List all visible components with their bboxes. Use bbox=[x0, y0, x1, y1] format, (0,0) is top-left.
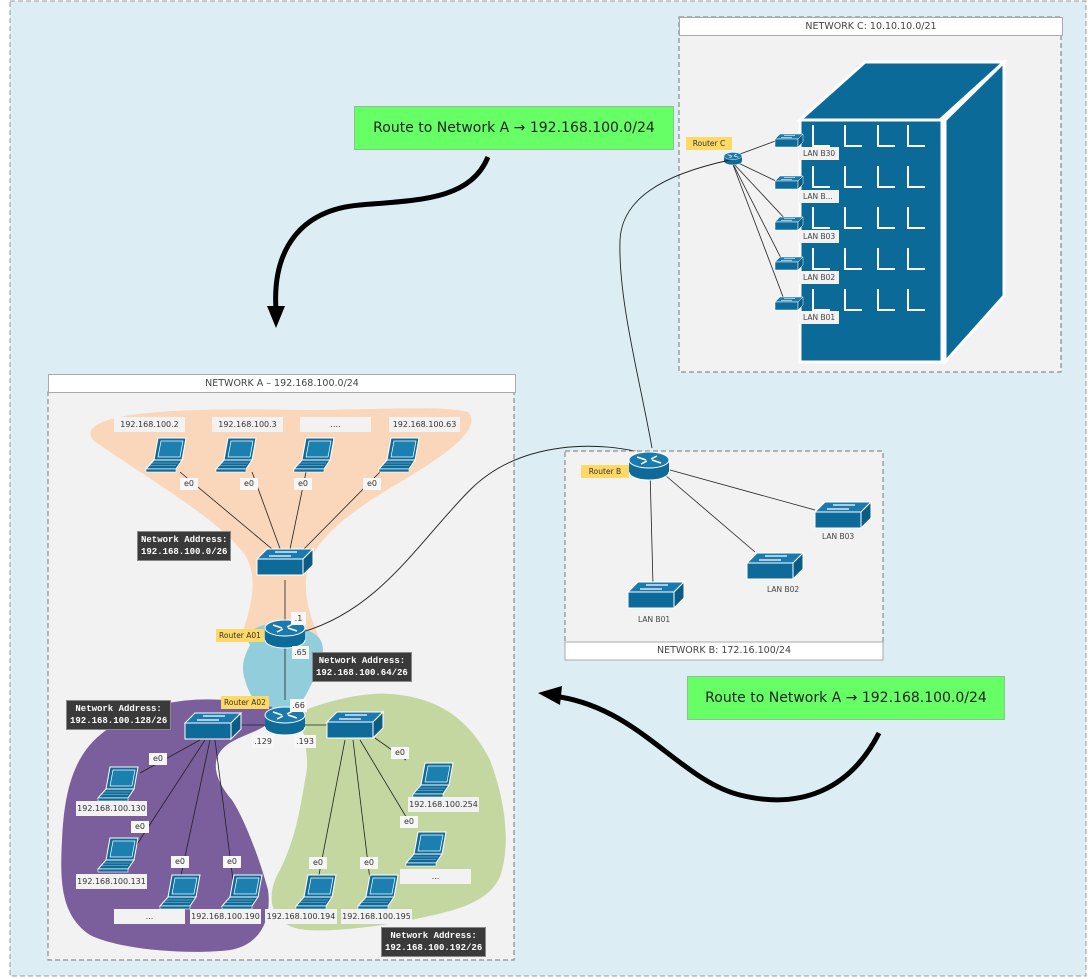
iface-label-purple-3: e0 bbox=[171, 856, 189, 868]
network-address-blue: Network Address: 192.168.100.64/26 bbox=[312, 652, 412, 682]
host-label-orange-3: .... bbox=[300, 417, 371, 432]
iface-label-green-4: e0 bbox=[360, 857, 378, 869]
lan-b02-label: LAN B02 bbox=[767, 585, 800, 594]
network-address-orange: Network Address: 192.168.100.0/26 bbox=[137, 531, 232, 561]
network-address-orange-line2: 192.168.100.0/26 bbox=[141, 547, 228, 557]
route-label-top: Route to Network A → 192.168.100.0/24 bbox=[354, 106, 674, 150]
network-b-panel bbox=[564, 159, 884, 661]
network-address-orange-line1: Network Address: bbox=[141, 535, 228, 545]
switch-green[interactable] bbox=[326, 711, 384, 739]
network-address-purple-line1: Network Address: bbox=[75, 704, 162, 714]
lan-c-switch-b30[interactable] bbox=[774, 133, 804, 148]
network-address-blue-line1: Network Address: bbox=[318, 656, 406, 666]
lan-c-label-4: LAN B02 bbox=[799, 271, 839, 284]
network-address-purple-line2: 192.168.100.128/26 bbox=[70, 716, 168, 726]
router-c-label: Router C bbox=[686, 137, 732, 150]
router-b-label: Router B bbox=[581, 465, 629, 478]
lan-b03-switch[interactable] bbox=[814, 501, 872, 529]
route-arrow-top-head bbox=[267, 306, 285, 328]
iface-label-orange-4: e0 bbox=[363, 478, 381, 490]
host-label-green-194: 192.168.100.194 bbox=[265, 909, 337, 924]
switch-purple[interactable] bbox=[184, 712, 242, 740]
network-b-title: NETWORK B: 172.16.100/24 bbox=[656, 645, 792, 656]
router-c-icon[interactable] bbox=[723, 152, 743, 166]
network-address-green-line2: 192.168.100.192/26 bbox=[385, 943, 483, 953]
host-label-purple-130: 192.168.100.130 bbox=[76, 801, 147, 816]
network-address-green-line1: Network Address: bbox=[390, 931, 477, 941]
lan-c-label-2: LAN B... bbox=[799, 190, 839, 203]
host-label-orange-2: 192.168.100.3 bbox=[212, 417, 283, 432]
network-address-blue-line2: 192.168.100.64/26 bbox=[316, 668, 408, 678]
iface-a02-right: .193 bbox=[294, 735, 316, 748]
lan-c-label-1: LAN B30 bbox=[799, 147, 839, 160]
network-address-purple: Network Address: 192.168.100.128/26 bbox=[66, 700, 172, 730]
host-label-purple-ellipsis: ... bbox=[114, 909, 185, 924]
iface-label-green-2: e0 bbox=[400, 816, 418, 828]
host-label-green-ellipsis: ... bbox=[400, 869, 471, 884]
iface-label-orange-3: e0 bbox=[294, 478, 312, 490]
lan-c-label-3: LAN B03 bbox=[799, 230, 839, 243]
network-address-green: Network Address: 192.168.100.192/26 bbox=[381, 927, 487, 957]
lan-b01-label: LAN B01 bbox=[638, 615, 671, 624]
host-label-green-195: 192.168.100.195 bbox=[341, 909, 412, 924]
network-c-title: NETWORK C: 10.10.10.0/21 bbox=[679, 17, 1063, 36]
subnet-orange-area bbox=[90, 408, 472, 640]
lan-b03-label: LAN B03 bbox=[822, 532, 855, 541]
iface-label-orange-1: e0 bbox=[180, 478, 198, 490]
route-arrow-bottom-head bbox=[538, 686, 562, 705]
lan-c-switch-b-ellipsis[interactable] bbox=[774, 175, 804, 190]
lan-c-switch-b01[interactable] bbox=[774, 296, 804, 311]
host-label-purple-131: 192.168.100.131 bbox=[76, 874, 147, 889]
iface-a02-left: .129 bbox=[252, 735, 274, 748]
iface-a02-top: .66 bbox=[290, 699, 307, 712]
wan-link-b-c bbox=[619, 159, 731, 449]
host-label-green-254: 192.168.100.254 bbox=[408, 797, 479, 812]
host-label-orange-4: 192.168.100.63 bbox=[389, 417, 460, 432]
route-arrow-bottom bbox=[559, 694, 882, 803]
lan-b01-switch[interactable] bbox=[627, 581, 685, 609]
lan-c-label-5: LAN B01 bbox=[799, 311, 839, 324]
route-label-bottom: Route to Network A → 192.168.100.0/24 bbox=[687, 676, 1005, 720]
lan-c-switch-b03[interactable] bbox=[774, 216, 804, 231]
switch-orange[interactable] bbox=[256, 548, 314, 576]
network-c-panel bbox=[678, 16, 1062, 373]
iface-label-purple-4: e0 bbox=[223, 856, 241, 868]
iface-a01-top: .1 bbox=[291, 612, 306, 625]
iface-label-green-3: e0 bbox=[309, 857, 327, 869]
wan-link-a-b bbox=[301, 445, 651, 633]
iface-label-orange-2: e0 bbox=[240, 478, 258, 490]
router-a01-label: Router A01 bbox=[216, 629, 264, 642]
iface-a01-bottom: .65 bbox=[292, 646, 309, 659]
router-a02-label: Router A02 bbox=[221, 696, 269, 709]
iface-label-green-1: e0 bbox=[391, 747, 409, 759]
lan-c-switch-b02[interactable] bbox=[774, 256, 804, 271]
router-b-icon[interactable] bbox=[628, 451, 670, 481]
iface-label-purple-2: e0 bbox=[131, 821, 149, 833]
network-a-title: NETWORK A – 192.168.100.0/24 bbox=[48, 374, 516, 393]
lan-b02-switch[interactable] bbox=[746, 552, 804, 580]
host-label-purple-190: 192.168.100.190 bbox=[190, 909, 261, 924]
host-label-orange-1: 192.168.100.2 bbox=[114, 417, 185, 432]
iface-label-purple-1: e0 bbox=[149, 753, 167, 765]
route-arrow-top bbox=[273, 155, 491, 311]
